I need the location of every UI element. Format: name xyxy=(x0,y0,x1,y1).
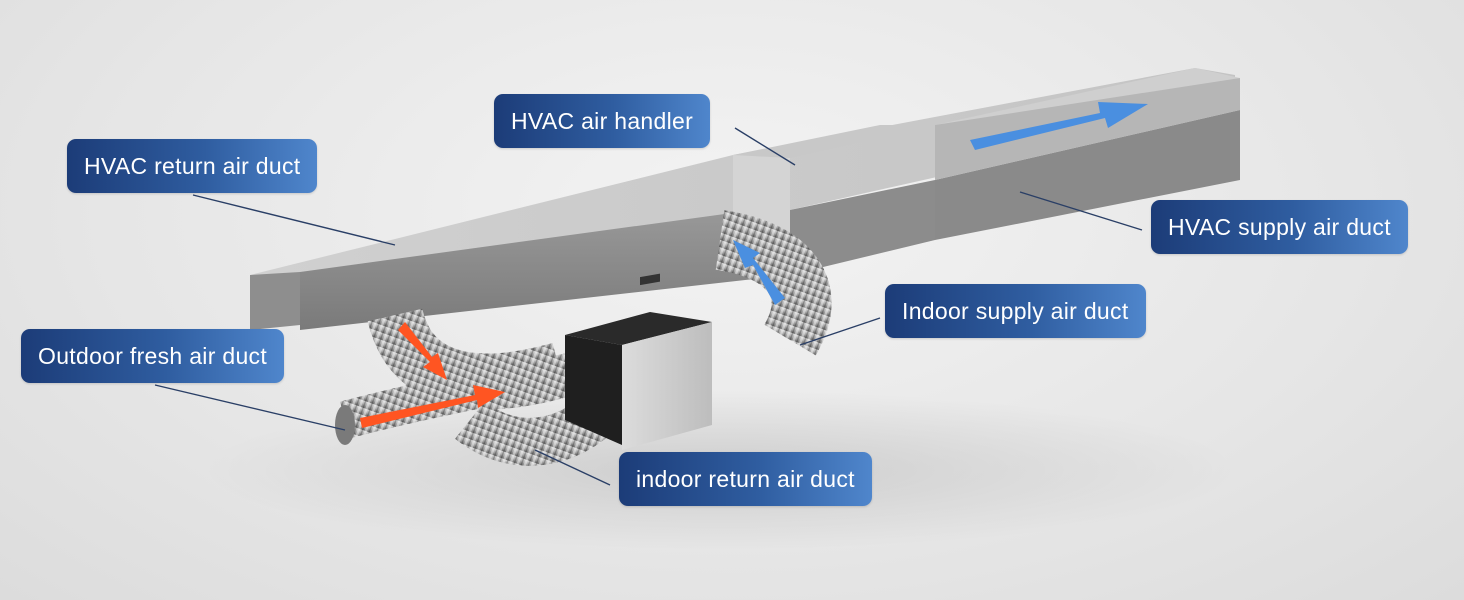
supply-flow-arrow xyxy=(970,102,1148,150)
air-handler-front xyxy=(790,180,935,275)
unit-front xyxy=(622,322,712,450)
outdoor-fresh-hose xyxy=(340,351,584,439)
fresh-air-inlet-arrow xyxy=(360,385,505,428)
supply-duct-face xyxy=(935,78,1240,180)
supply-duct-front xyxy=(935,110,1240,240)
unit-front-left xyxy=(565,335,622,445)
airflow-arrows xyxy=(360,102,1148,428)
leader-outdoor-fresh xyxy=(154,384,346,431)
leader-indoor-return xyxy=(534,449,611,486)
air-handler-top xyxy=(733,125,935,158)
leader-air-handler xyxy=(734,127,796,166)
indoor-supply-hose xyxy=(714,210,832,356)
callout-hvac-return-air-duct: HVAC return air duct xyxy=(67,139,318,193)
leader-supply-duct xyxy=(1019,191,1143,231)
leader-return-duct xyxy=(192,194,396,246)
outdoor-hose-opening xyxy=(335,405,355,445)
indoor-supply-flow-arrow xyxy=(733,240,785,305)
unit-top xyxy=(565,312,712,345)
leader-lines xyxy=(154,127,1143,486)
return-duct-end xyxy=(250,272,300,330)
callout-outdoor-fresh-air-duct: Outdoor fresh air duct xyxy=(21,329,285,383)
return-duct-front xyxy=(300,205,790,330)
fresh-air-down-arrow xyxy=(398,322,447,380)
ventilation-unit xyxy=(565,273,712,450)
callout-indoor-return-air-duct: indoor return air duct xyxy=(619,452,872,506)
callout-hvac-air-handler: HVAC air handler xyxy=(494,94,711,148)
leader-indoor-supply xyxy=(799,317,881,346)
unit-handle-slot xyxy=(640,273,660,286)
callout-indoor-supply-air-duct: Indoor supply air duct xyxy=(885,284,1146,338)
callout-hvac-supply-air-duct: HVAC supply air duct xyxy=(1151,200,1408,254)
